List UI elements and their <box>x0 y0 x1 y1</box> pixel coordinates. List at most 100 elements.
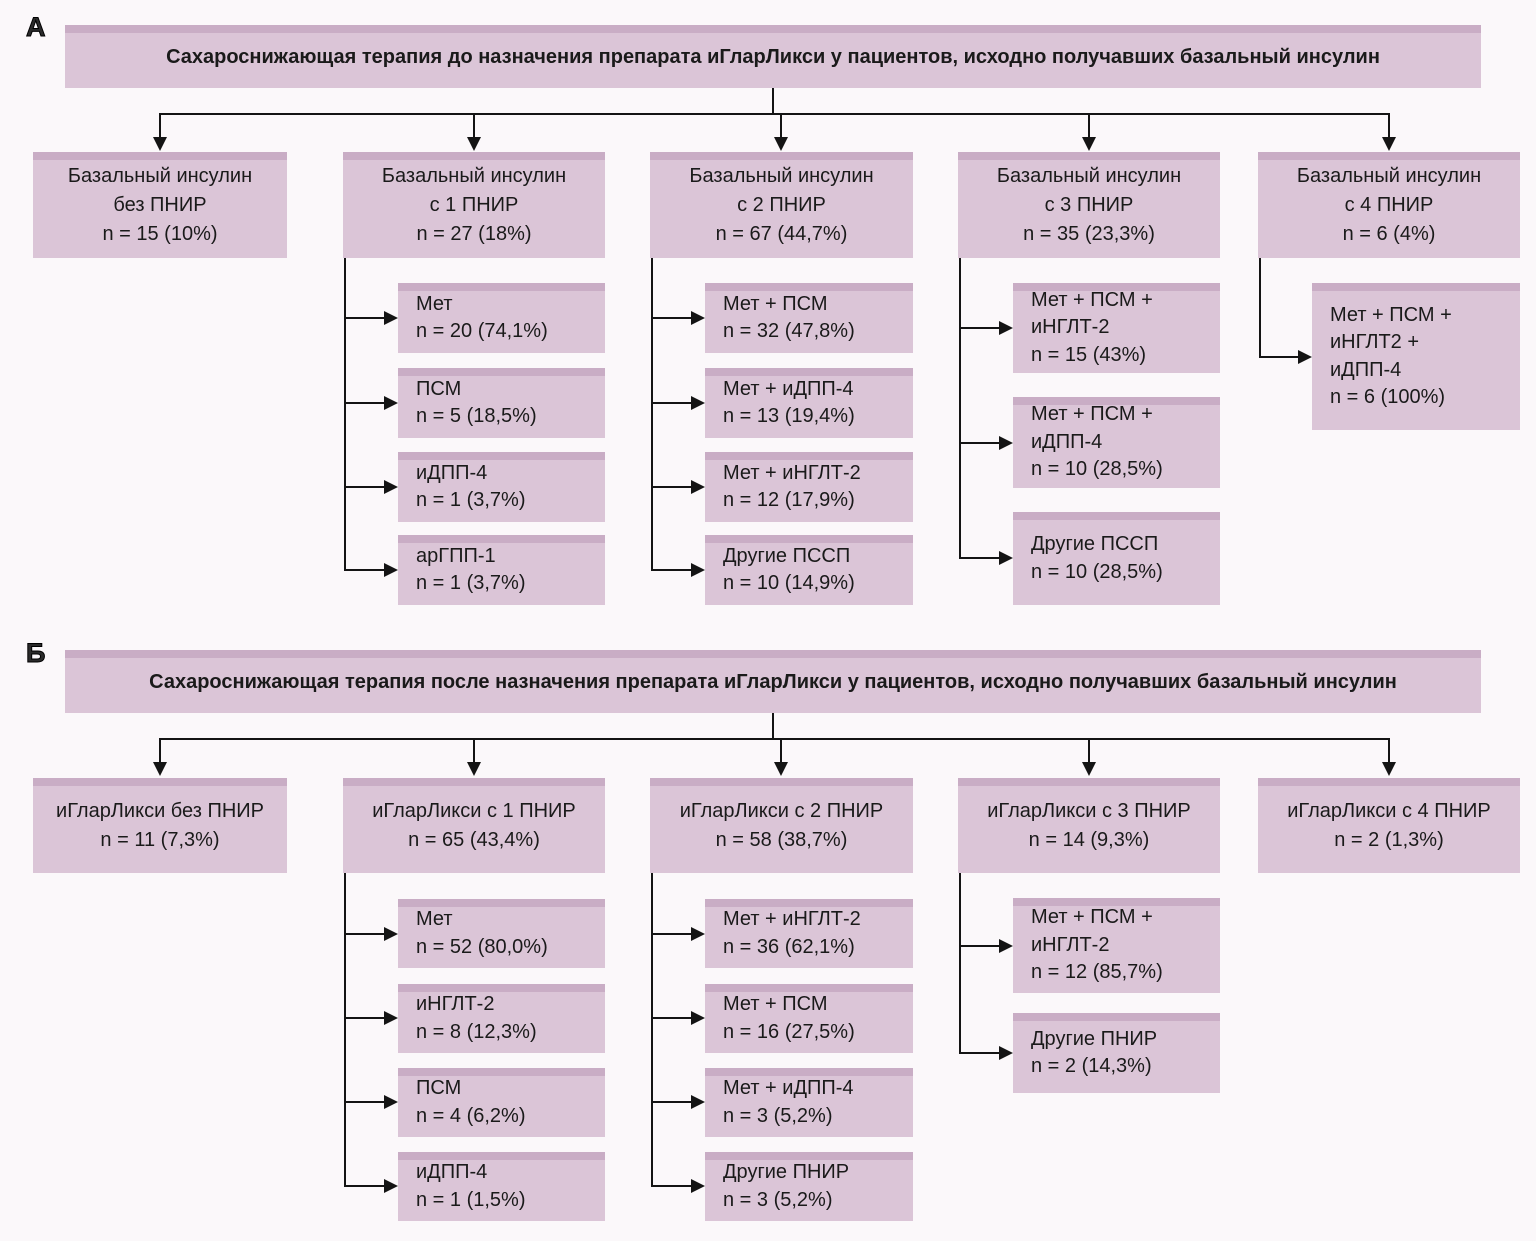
right-arrow-icon <box>384 480 398 494</box>
box-b-col2-child2: иНГЛТ-2 n = 8 (12,3%) <box>398 984 605 1053</box>
connector-line <box>780 738 782 763</box>
box-a-col3-header: Базальный инсулин с 2 ПНИР n = 67 (44,7%… <box>650 152 913 258</box>
box-b-col2-child4: иДПП-4 n = 1 (1,5%) <box>398 1152 605 1221</box>
connector-line <box>1259 356 1298 358</box>
connector-line <box>1388 738 1390 763</box>
right-arrow-icon <box>384 1011 398 1025</box>
connector-line <box>344 402 385 404</box>
connector-line <box>651 317 691 319</box>
down-arrow-icon <box>467 762 481 776</box>
panel-a-title-box: Сахароснижающая терапия до назначения пр… <box>65 25 1481 88</box>
connector-line <box>344 933 385 935</box>
box-a-col2-child3: иДПП-4 n = 1 (3,7%) <box>398 452 605 522</box>
box-a-col3-child2: Мет + иДПП-4 n = 13 (19,4%) <box>705 368 913 438</box>
connector-line <box>651 1017 691 1019</box>
down-arrow-icon <box>1082 762 1096 776</box>
box-a-col2-child2: ПСМ n = 5 (18,5%) <box>398 368 605 438</box>
box-b-col2-header: иГларЛикси с 1 ПНИР n = 65 (43,4%) <box>343 778 605 873</box>
right-arrow-icon <box>999 321 1013 335</box>
right-arrow-icon <box>691 311 705 325</box>
connector-line <box>1388 113 1390 138</box>
connector-line <box>344 1185 385 1187</box>
box-a-col4-header: Базальный инсулин с 3 ПНИР n = 35 (23,3%… <box>958 152 1220 258</box>
right-arrow-icon <box>384 396 398 410</box>
connector-line <box>959 873 961 1053</box>
down-arrow-icon <box>1382 762 1396 776</box>
connector-line <box>344 486 385 488</box>
connector-line <box>772 88 774 114</box>
connector-line <box>344 1017 385 1019</box>
right-arrow-icon <box>384 927 398 941</box>
box-a-col4-child2: Мет + ПСМ + иДПП-4 n = 10 (28,5%) <box>1013 397 1220 488</box>
right-arrow-icon <box>691 480 705 494</box>
box-a-col5-child1: Мет + ПСМ + иНГЛТ2 + иДПП-4 n = 6 (100%) <box>1312 283 1520 430</box>
connector-line <box>959 945 999 947</box>
box-b-col1-header: иГларЛикси без ПНИР n = 11 (7,3%) <box>33 778 287 873</box>
right-arrow-icon <box>691 1011 705 1025</box>
panel-b-label: Б <box>25 638 46 669</box>
connector-line <box>159 738 161 763</box>
connector-line <box>772 713 774 739</box>
box-b-col4-child2: Другие ПНИР n = 2 (14,3%) <box>1013 1013 1220 1093</box>
box-b-col3-header: иГларЛикси с 2 ПНИР n = 58 (38,7%) <box>650 778 913 873</box>
connector-line <box>959 327 999 329</box>
connector-line <box>1259 258 1261 357</box>
box-a-col5-header: Базальный инсулин с 4 ПНИР n = 6 (4%) <box>1258 152 1520 258</box>
connector-line <box>651 486 691 488</box>
box-b-col5-header: иГларЛикси с 4 ПНИР n = 2 (1,3%) <box>1258 778 1520 873</box>
right-arrow-icon <box>691 1179 705 1193</box>
box-a-col2-header: Базальный инсулин с 1 ПНИР n = 27 (18%) <box>343 152 605 258</box>
connector-line <box>344 317 385 319</box>
box-b-col3-child4: Другие ПНИР n = 3 (5,2%) <box>705 1152 913 1221</box>
right-arrow-icon <box>999 1046 1013 1060</box>
connector-line <box>959 557 999 559</box>
down-arrow-icon <box>774 137 788 151</box>
right-arrow-icon <box>1298 350 1312 364</box>
connector-line <box>651 569 691 571</box>
connector-line <box>344 258 346 570</box>
box-a-col4-child3: Другие ПССП n = 10 (28,5%) <box>1013 512 1220 605</box>
right-arrow-icon <box>691 927 705 941</box>
box-a-col4-child1: Мет + ПСМ + иНГЛТ-2 n = 15 (43%) <box>1013 283 1220 373</box>
connector-line <box>651 258 653 570</box>
down-arrow-icon <box>1382 137 1396 151</box>
right-arrow-icon <box>384 311 398 325</box>
right-arrow-icon <box>384 1095 398 1109</box>
box-b-col3-child2: Мет + ПСМ n = 16 (27,5%) <box>705 984 913 1053</box>
connector-line <box>651 402 691 404</box>
connector-line <box>651 873 653 1186</box>
connector-line <box>473 738 475 763</box>
connector-line <box>959 258 961 558</box>
right-arrow-icon <box>999 939 1013 953</box>
box-b-col3-child1: Мет + иНГЛТ-2 n = 36 (62,1%) <box>705 899 913 968</box>
box-b-col2-child3: ПСМ n = 4 (6,2%) <box>398 1068 605 1137</box>
connector-line <box>159 113 1390 115</box>
box-a-col3-child1: Мет + ПСМ n = 32 (47,8%) <box>705 283 913 353</box>
connector-line <box>344 569 385 571</box>
right-arrow-icon <box>999 551 1013 565</box>
connector-line <box>959 442 999 444</box>
box-a-col2-child1: Мет n = 20 (74,1%) <box>398 283 605 353</box>
right-arrow-icon <box>691 563 705 577</box>
connector-line <box>159 738 1390 740</box>
connector-line <box>959 1052 999 1054</box>
down-arrow-icon <box>467 137 481 151</box>
connector-line <box>651 1101 691 1103</box>
right-arrow-icon <box>384 1179 398 1193</box>
down-arrow-icon <box>1082 137 1096 151</box>
panel-b-title-box: Сахароснижающая терапия после назначения… <box>65 650 1481 713</box>
box-a-col3-child4: Другие ПССП n = 10 (14,9%) <box>705 535 913 605</box>
connector-line <box>473 113 475 138</box>
down-arrow-icon <box>153 762 167 776</box>
box-a-col1-header: Базальный инсулин без ПНИР n = 15 (10%) <box>33 152 287 258</box>
box-a-col3-child3: Мет + иНГЛТ-2 n = 12 (17,9%) <box>705 452 913 522</box>
right-arrow-icon <box>691 1095 705 1109</box>
box-b-col4-child1: Мет + ПСМ + иНГЛТ-2 n = 12 (85,7%) <box>1013 898 1220 993</box>
right-arrow-icon <box>691 396 705 410</box>
down-arrow-icon <box>774 762 788 776</box>
connector-line <box>344 873 346 1186</box>
right-arrow-icon <box>384 563 398 577</box>
connector-line <box>780 113 782 138</box>
box-a-col2-child4: арГПП-1 n = 1 (3,7%) <box>398 535 605 605</box>
connector-line <box>651 933 691 935</box>
